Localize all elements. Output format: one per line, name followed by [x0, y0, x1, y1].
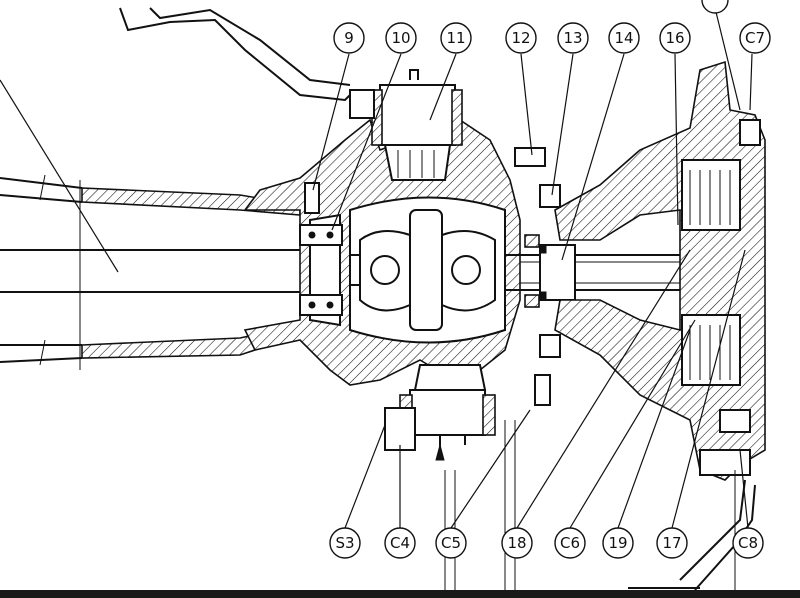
callout-label: 13 — [563, 29, 582, 47]
callout-label: 16 — [665, 29, 684, 47]
callout-13: 13 — [557, 22, 589, 54]
callout-label: C7 — [745, 29, 765, 47]
callout-c4: C4 — [384, 527, 416, 559]
callout-17: 17 — [656, 527, 688, 559]
steering-arm — [119, 7, 356, 102]
callout-9: 9 — [333, 22, 365, 54]
upper-kingpin-bearing — [349, 69, 463, 181]
callout-label: 10 — [391, 29, 410, 47]
callout-label: C8 — [738, 534, 758, 552]
callout-19: 19 — [602, 527, 634, 559]
callout-c7: C7 — [739, 22, 771, 54]
callout-16: 16 — [659, 22, 691, 54]
callout-label: S3 — [335, 534, 354, 552]
callout-10: 10 — [385, 22, 417, 54]
oil-seals — [514, 147, 561, 406]
callout-label: 14 — [614, 29, 633, 47]
lower-kingpin-bearing — [384, 364, 496, 461]
callout-label: C6 — [560, 534, 580, 552]
callout-label: C5 — [441, 534, 461, 552]
inner-bearing — [299, 182, 343, 316]
callout-label: 12 — [511, 29, 530, 47]
callout-14: 14 — [608, 22, 640, 54]
callout-c6: C6 — [554, 527, 586, 559]
callout-label: 11 — [446, 29, 465, 47]
callout-label: 17 — [662, 534, 681, 552]
callout-s3: S3 — [329, 527, 361, 559]
bottom-border-bar — [0, 590, 800, 598]
leader-lines — [312, 7, 753, 529]
callout-12: 12 — [505, 22, 537, 54]
callout-c5: C5 — [435, 527, 467, 559]
callout-label: C4 — [390, 534, 410, 552]
callout-label: 18 — [507, 534, 526, 552]
callout-c8: C8 — [732, 527, 764, 559]
callout-label: 9 — [344, 29, 354, 47]
partial-callout — [701, 0, 729, 14]
axle-shaft — [0, 79, 300, 293]
callout-11: 11 — [440, 22, 472, 54]
callout-18: 18 — [501, 527, 533, 559]
callout-label: 19 — [608, 534, 627, 552]
universal-joint — [350, 209, 496, 331]
